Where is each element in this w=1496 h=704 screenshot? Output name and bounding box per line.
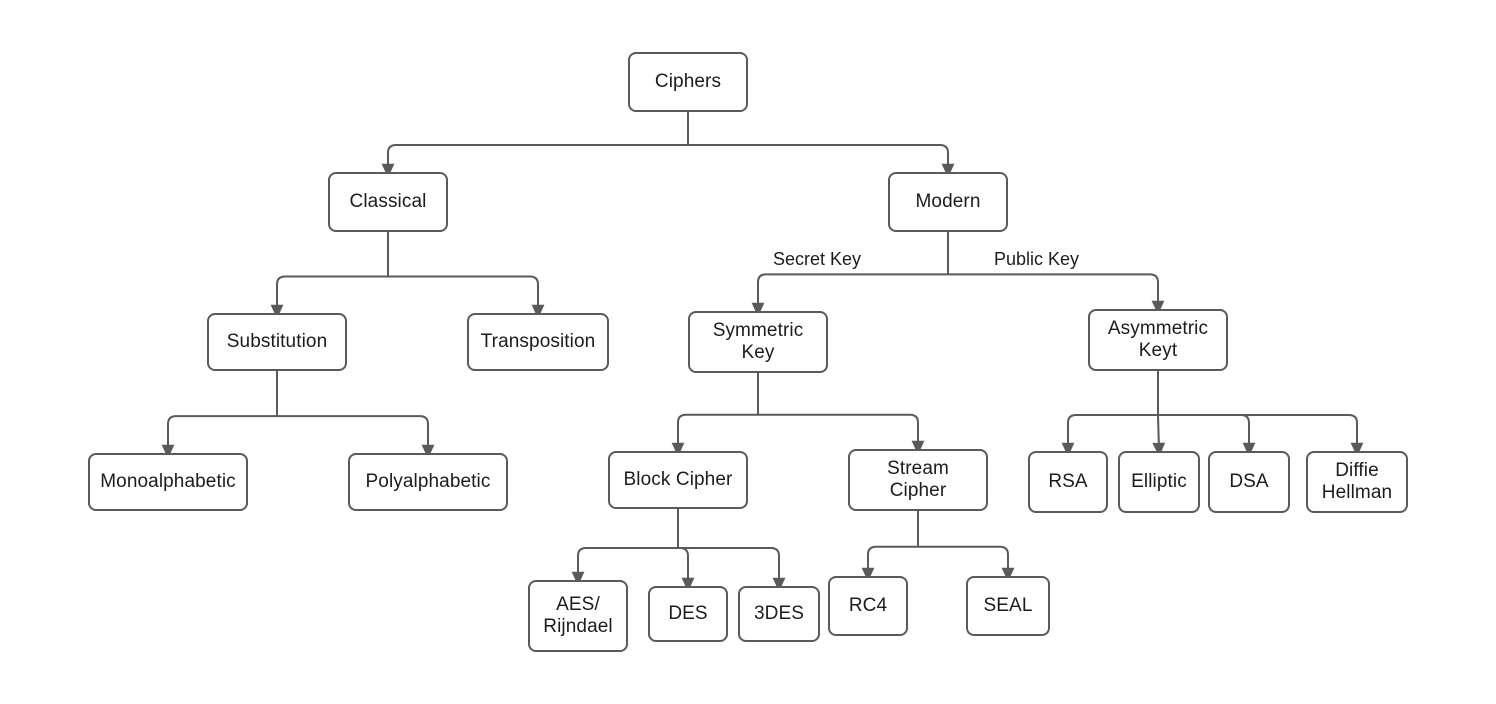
edge-stream-cipher-to-seal [918,545,1015,582]
node-ciphers[interactable]: Ciphers [628,52,748,112]
node-transposition[interactable]: Transposition [467,313,609,371]
edge-substitution-to-polyalphabetic [277,415,435,459]
node-3des[interactable]: 3DES [738,586,820,642]
node-symmetric-key[interactable]: Symmetric Key [688,311,828,373]
node-des[interactable]: DES [648,586,728,642]
node-aes-rijndael[interactable]: AES/ Rijndael [528,580,628,652]
edge-stream-cipher-to-rc4 [861,545,918,582]
edge-ciphers-to-modern [688,144,955,178]
edge-block-cipher-to-aes-rijndael [571,547,678,586]
node-rsa[interactable]: RSA [1028,451,1108,513]
node-polyalphabetic[interactable]: Polyalphabetic [348,453,508,511]
edge-classical-to-transposition [388,275,545,319]
node-block-cipher[interactable]: Block Cipher [608,451,748,509]
node-stream-cipher[interactable]: Stream Cipher [848,449,988,511]
edge-asymmetric-key-to-dsa [1158,414,1256,457]
edge-substitution-to-monoalphabetic [161,415,277,459]
edge-symmetric-key-to-stream-cipher [758,413,925,455]
edge-symmetric-key-to-block-cipher [671,413,758,457]
edge-modern-to-asymmetric-key [948,273,1165,315]
node-seal[interactable]: SEAL [966,576,1050,636]
node-dsa[interactable]: DSA [1208,451,1290,513]
node-diffie-hellman[interactable]: Diffie Hellman [1306,451,1408,513]
edge-asymmetric-key-to-diffie-hellman [1158,414,1364,457]
edge-asymmetric-key-to-rsa [1061,414,1158,457]
edge-block-cipher-to-3des [678,547,786,592]
secret-key-label: Secret Key [773,249,862,269]
node-asymmetric-key[interactable]: Asymmetric Keyt [1088,309,1228,371]
node-monoalphabetic[interactable]: Monoalphabetic [88,453,248,511]
public-key-label: Public Key [994,249,1080,269]
edge-block-cipher-to-des [678,547,695,592]
edge-classical-to-substitution [270,275,388,319]
edge-asymmetric-key-to-elliptic [1152,414,1166,457]
node-rc4[interactable]: RC4 [828,576,908,636]
edge-ciphers-to-classical [381,144,688,178]
node-elliptic[interactable]: Elliptic [1118,451,1200,513]
node-modern[interactable]: Modern [888,172,1008,232]
node-classical[interactable]: Classical [328,172,448,232]
edge-modern-to-symmetric-key [751,273,948,317]
node-substitution[interactable]: Substitution [207,313,347,371]
